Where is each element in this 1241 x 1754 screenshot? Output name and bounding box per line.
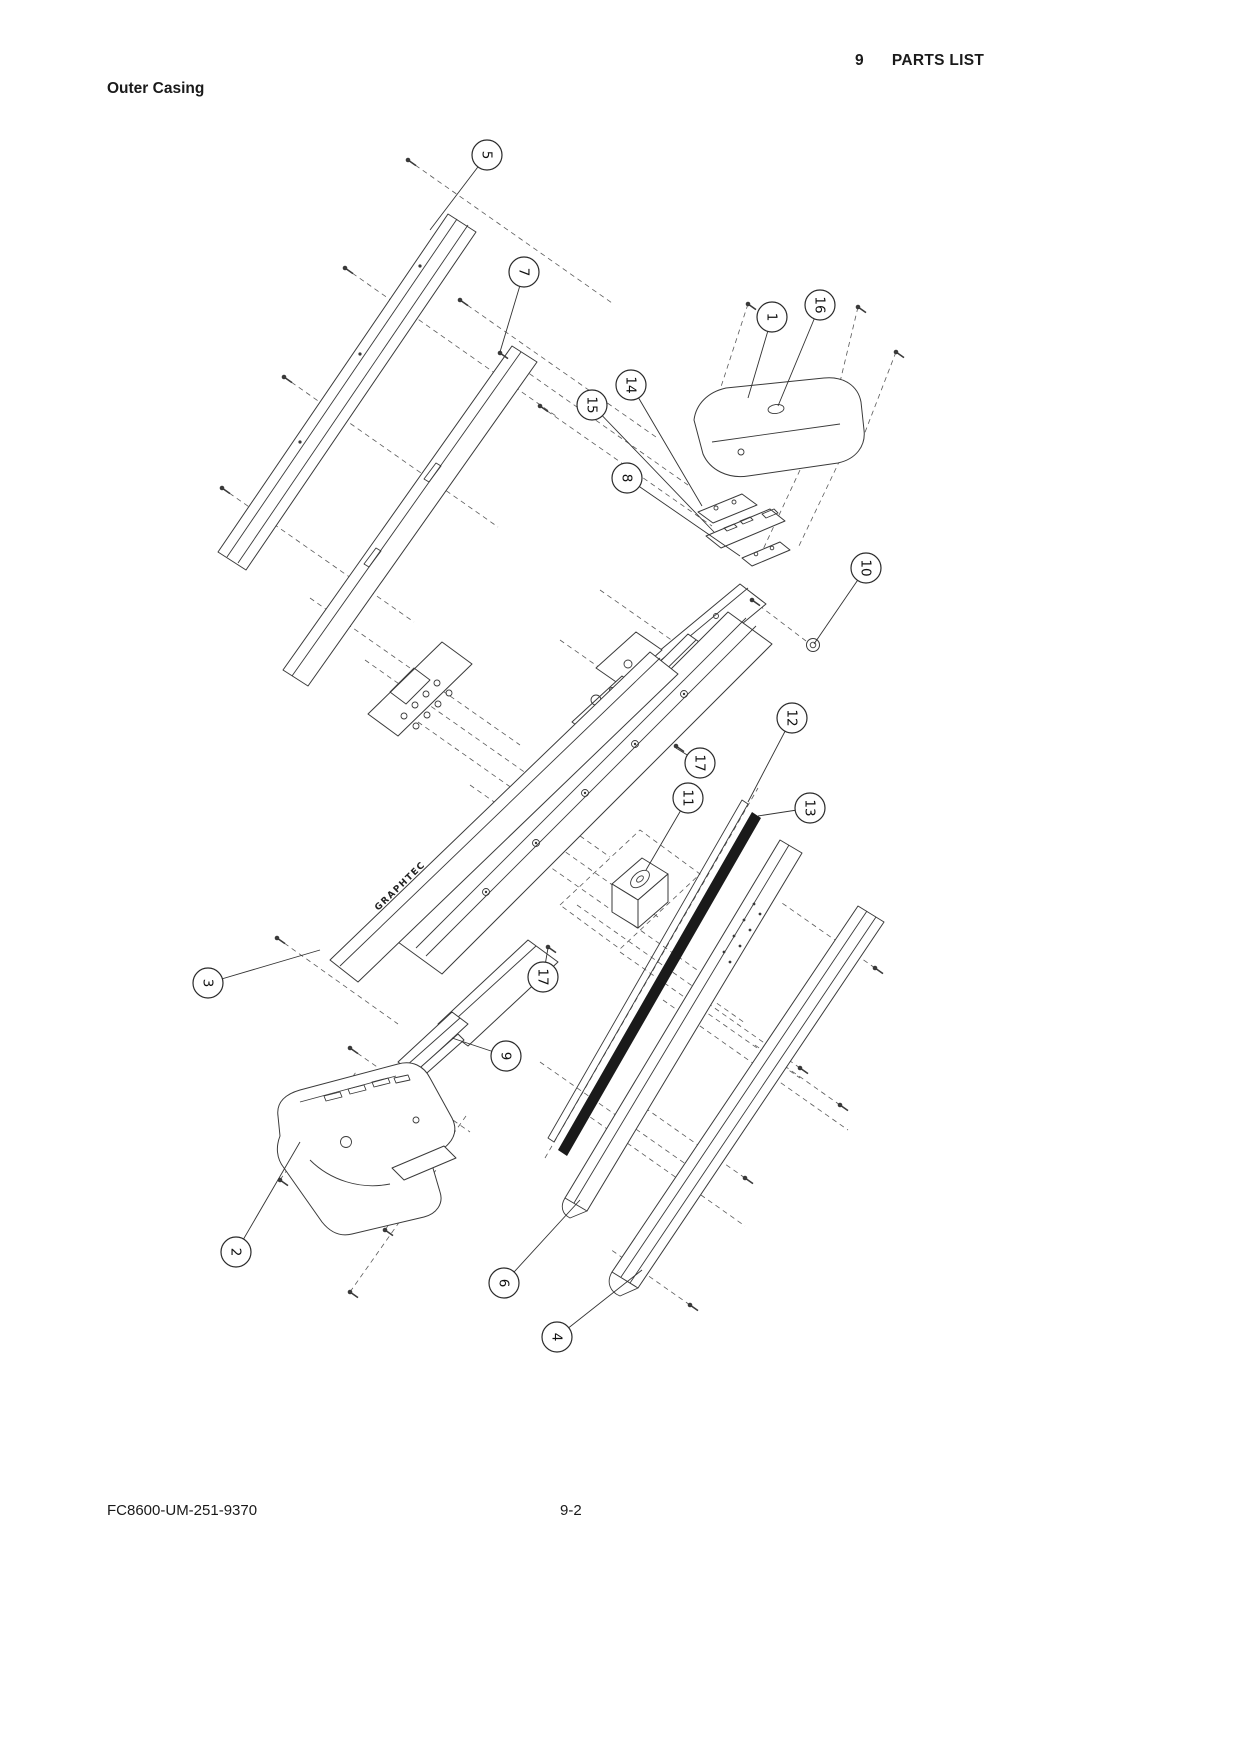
callout-16: 16: [777, 289, 836, 407]
svg-text:6: 6: [495, 1279, 511, 1288]
document-number: FC8600-UM-251-9370: [107, 1502, 258, 1519]
callout-1: 1: [747, 301, 788, 399]
main-chassis-assembly: [397, 611, 773, 1047]
svg-text:15: 15: [583, 396, 599, 413]
svg-text:1: 1: [763, 313, 779, 322]
callout-layer: 5 7 1 16 14 15 8 10 17 12 11 13 3 17 9 2 6 4: [192, 139, 882, 1353]
svg-text:3: 3: [199, 979, 215, 988]
screw-icon: [280, 373, 293, 384]
part-top-cover: [217, 213, 477, 571]
screw-icon: [218, 484, 231, 495]
svg-text:12: 12: [783, 709, 799, 726]
screw-icon: [836, 1101, 849, 1112]
screw-icon: [346, 1044, 359, 1055]
callout-10: 10: [813, 552, 882, 645]
part-control-panel: [367, 641, 473, 737]
callout-15: 15: [576, 389, 715, 533]
callout-4: 4: [541, 1269, 643, 1353]
chapter-number: 9: [855, 52, 864, 69]
screw-icon: [686, 1301, 699, 1312]
svg-text:2: 2: [227, 1248, 243, 1257]
chapter-heading: 9 PARTS LIST: [855, 52, 984, 70]
part-right-side-cover: [693, 377, 865, 478]
svg-text:10: 10: [857, 559, 873, 576]
callout-3: 3: [192, 949, 321, 999]
screw-icon: [672, 742, 685, 753]
svg-text:5: 5: [478, 151, 494, 160]
svg-text:14: 14: [622, 376, 638, 393]
screw-icon: [741, 1174, 754, 1185]
part-bottom-front-cover: [608, 905, 885, 1297]
svg-text:9: 9: [497, 1052, 513, 1061]
callout-6: 6: [488, 1199, 581, 1299]
callout-13: 13: [757, 792, 826, 824]
part-left-side-cover: [276, 1062, 457, 1236]
screw-icon: [536, 402, 549, 413]
callout-12: 12: [747, 702, 808, 803]
page-number: 9-2: [560, 1502, 582, 1519]
callout-7: 7: [499, 256, 540, 353]
callout-9: 9: [451, 1037, 522, 1072]
callout-17: 17: [675, 747, 716, 779]
callout-14: 14: [615, 369, 703, 507]
svg-text:16: 16: [811, 296, 827, 313]
screw-icon: [273, 934, 286, 945]
part-control-board-assembly: [697, 493, 791, 567]
part-fan-box: [611, 857, 669, 929]
screw-icon: [892, 348, 905, 359]
callout-8: 8: [611, 462, 741, 557]
screw-icon: [796, 1064, 809, 1075]
svg-text:4: 4: [548, 1333, 564, 1342]
svg-text:17: 17: [691, 754, 707, 771]
part-knob: [806, 638, 820, 652]
chapter-title: PARTS LIST: [891, 52, 985, 69]
section-title: Outer Casing: [107, 80, 205, 97]
svg-text:13: 13: [801, 799, 817, 816]
part-cutting-strip: [547, 799, 761, 1156]
svg-text:7: 7: [515, 268, 531, 277]
part-front-guide: [561, 839, 803, 1219]
callout-11: 11: [645, 782, 704, 871]
callout-17: 17: [527, 947, 559, 993]
screw-icon: [341, 264, 354, 275]
callout-2: 2: [220, 1141, 301, 1268]
svg-text:17: 17: [534, 968, 550, 985]
screw-icon: [456, 296, 469, 307]
screw-icon: [871, 964, 884, 975]
screw-icon: [404, 156, 417, 167]
callout-5: 5: [429, 139, 503, 231]
svg-text:8: 8: [618, 474, 634, 483]
screw-icon: [744, 300, 757, 311]
part-rear-panel: [282, 345, 538, 687]
screw-icon: [346, 1288, 359, 1299]
svg-text:11: 11: [679, 789, 695, 806]
screw-icon: [381, 1226, 394, 1237]
screw-icon: [276, 1176, 289, 1187]
